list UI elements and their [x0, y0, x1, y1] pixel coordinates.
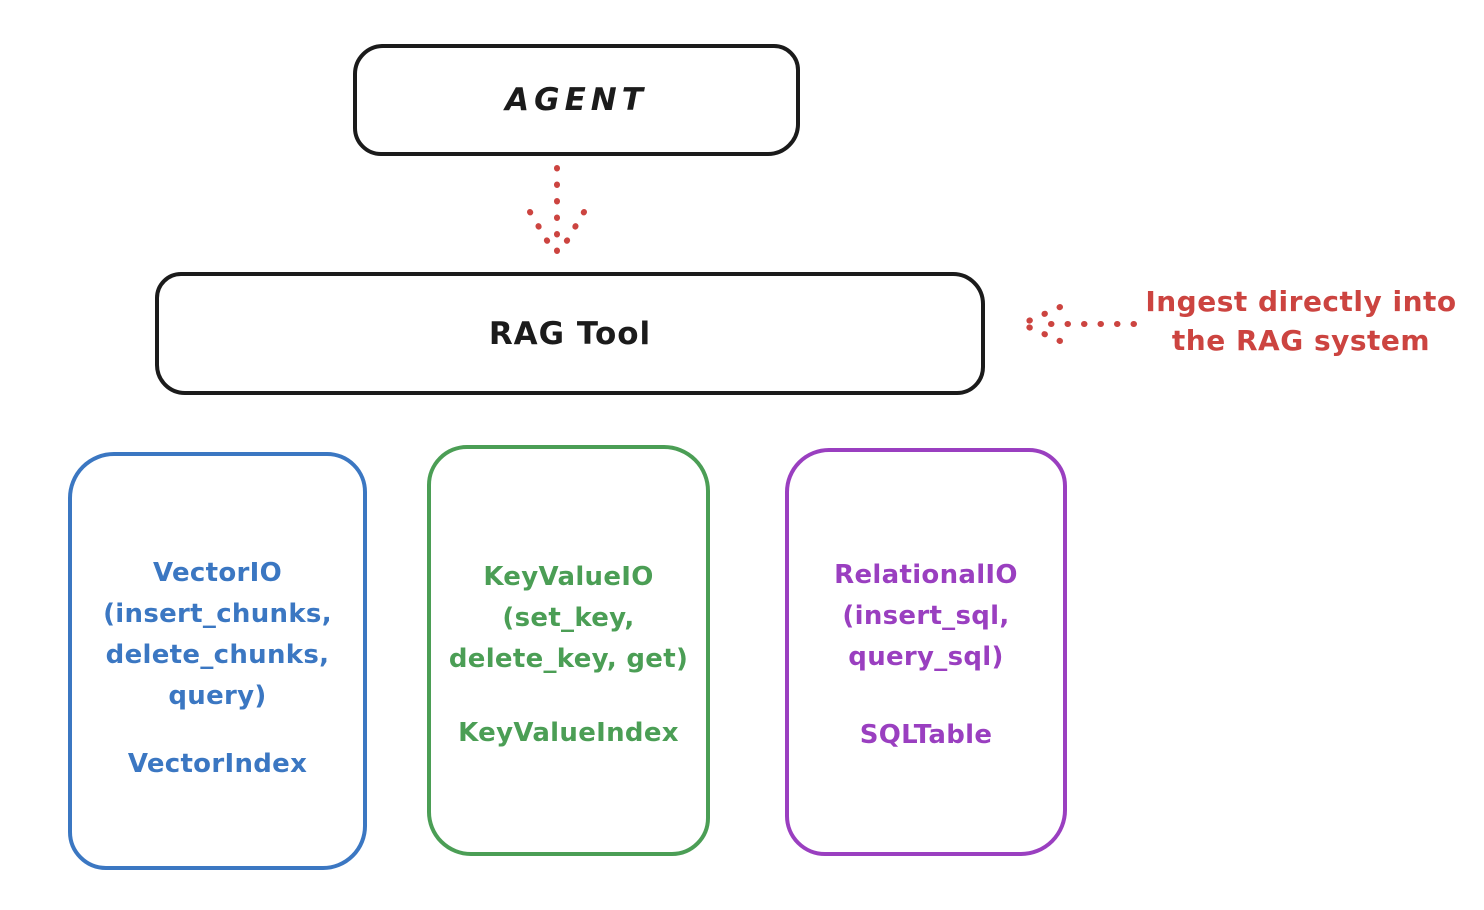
vector-io-line: (insert_chunks, [103, 599, 332, 629]
arrow-head-top [1021, 304, 1063, 326]
ingest-annotation-line1: Ingest directly into [1145, 285, 1457, 318]
agent-label: AGENT [505, 82, 648, 118]
agent-node: AGENT [353, 44, 800, 156]
ingest-annotation-line2: the RAG system [1171, 324, 1431, 357]
vector-io-box: VectorIO (insert_chunks, delete_chunks, … [68, 452, 367, 870]
rag-tool-node: RAG Tool [155, 272, 985, 395]
ingest-dotted-arrow-icon [1021, 304, 1137, 344]
sql-table-label: SQLTable [859, 720, 993, 750]
relational-io-line: query_sql) [848, 642, 1004, 672]
rag-tool-label: RAG Tool [488, 315, 652, 352]
vector-io-line: VectorIO [152, 558, 283, 588]
keyvalue-io-box: KeyValueIO (set_key, delete_key, get) Ke… [427, 445, 710, 856]
arrow-head-right [556, 209, 587, 257]
relational-io-box: RelationalIO (insert_sql, query_sql) SQL… [785, 448, 1067, 856]
arrow-head-bottom [1021, 322, 1063, 344]
relational-io-line: RelationalIO [834, 560, 1018, 590]
arrow-head-left [527, 209, 558, 257]
vector-io-line: query) [168, 681, 267, 711]
vector-io-line: delete_chunks, [105, 640, 330, 670]
keyvalue-io-line: KeyValueIO [483, 562, 654, 592]
vector-index-label: VectorIndex [127, 749, 308, 779]
keyvalue-index-label: KeyValueIndex [458, 718, 679, 748]
agent-to-rag-dotted-arrow-icon [527, 165, 587, 257]
relational-io-line: (insert_sql, [842, 601, 1010, 631]
keyvalue-io-line: (set_key, [502, 603, 635, 633]
ingest-annotation: Ingest directly into the RAG system [1136, 282, 1466, 360]
keyvalue-io-line: delete_key, get) [448, 644, 689, 674]
